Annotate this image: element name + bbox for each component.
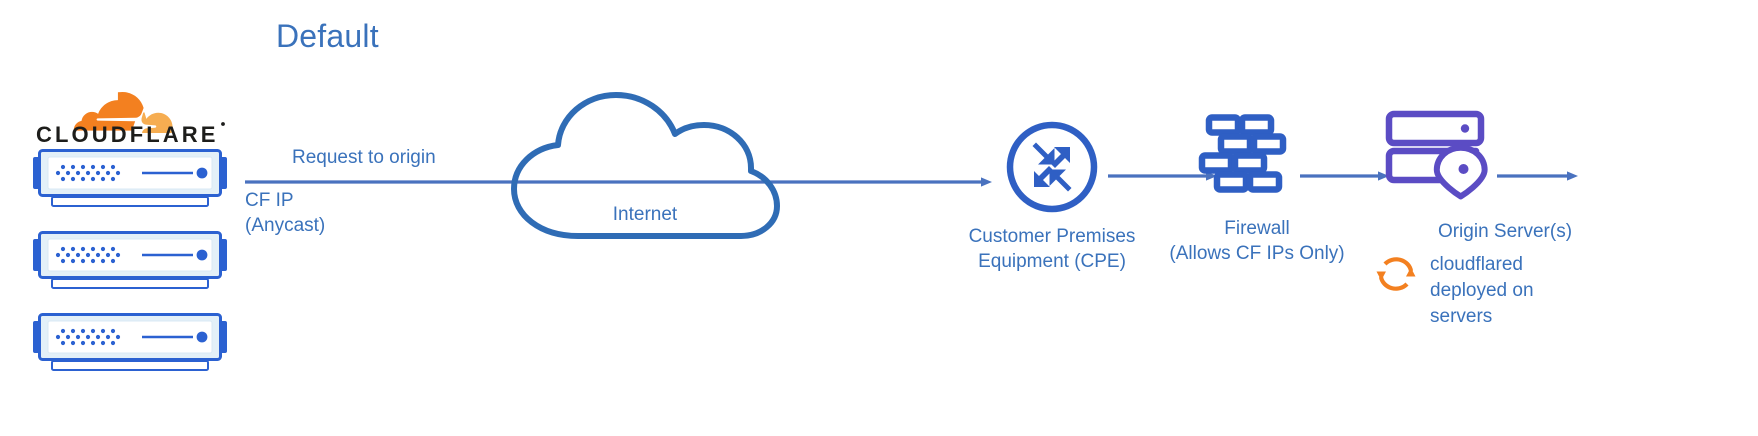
- cloudflare-wordmark: CLOUDFLARE: [36, 122, 225, 147]
- cloudflare-logo: CLOUDFLARE: [36, 86, 228, 148]
- firewall-label-line2: (Allows CF IPs Only): [1169, 243, 1345, 264]
- cpe-label: Customer Premises Equipment (CPE): [930, 224, 1174, 274]
- cloudflared-annotation: cloudflared deployed on servers: [1374, 252, 1704, 330]
- request-to-origin-label: Request to origin: [292, 147, 436, 168]
- server-unit: [30, 311, 230, 373]
- brick-wall-icon: [1195, 113, 1290, 195]
- internet-cloud-icon: [500, 84, 790, 244]
- cf-ip-line1: CF IP: [245, 190, 294, 211]
- server-location-pin-icon: [1385, 110, 1495, 200]
- firewall-label-line1: Firewall: [1224, 218, 1290, 239]
- firewall-label: Firewall (Allows CF IPs Only): [1135, 216, 1379, 266]
- svg-text:CLOUDFLARE: CLOUDFLARE: [36, 122, 219, 147]
- cpe-label-line2: Equipment (CPE): [978, 251, 1126, 272]
- cf-ip-anycast-label: CF IP (Anycast): [245, 188, 325, 238]
- server-unit: [30, 229, 230, 291]
- cloudflared-line2: deployed on: [1430, 280, 1534, 301]
- arrow-firewall-to-origin: [1497, 168, 1579, 181]
- cloudflared-line3: servers: [1430, 306, 1493, 327]
- cloudflared-line1: cloudflared: [1430, 254, 1523, 275]
- cf-ip-line2: (Anycast): [245, 215, 326, 236]
- circular-arrows-refresh-icon: [1374, 254, 1418, 294]
- page-title: Default: [276, 18, 379, 54]
- cloudflare-cloud-icon: [73, 92, 173, 134]
- arrow-edge-to-internet: [245, 174, 993, 187]
- origin-server-label: Origin Server(s): [1437, 221, 1573, 242]
- server-unit: [30, 147, 230, 209]
- arrow-cpe-to-firewall: [1300, 168, 1390, 181]
- cpe-label-line1: Customer Premises: [968, 226, 1136, 247]
- cloudflared-label: cloudflared deployed on servers: [1430, 252, 1610, 330]
- internet-label: Internet: [612, 204, 678, 225]
- router-four-arrows-icon: [1005, 120, 1099, 214]
